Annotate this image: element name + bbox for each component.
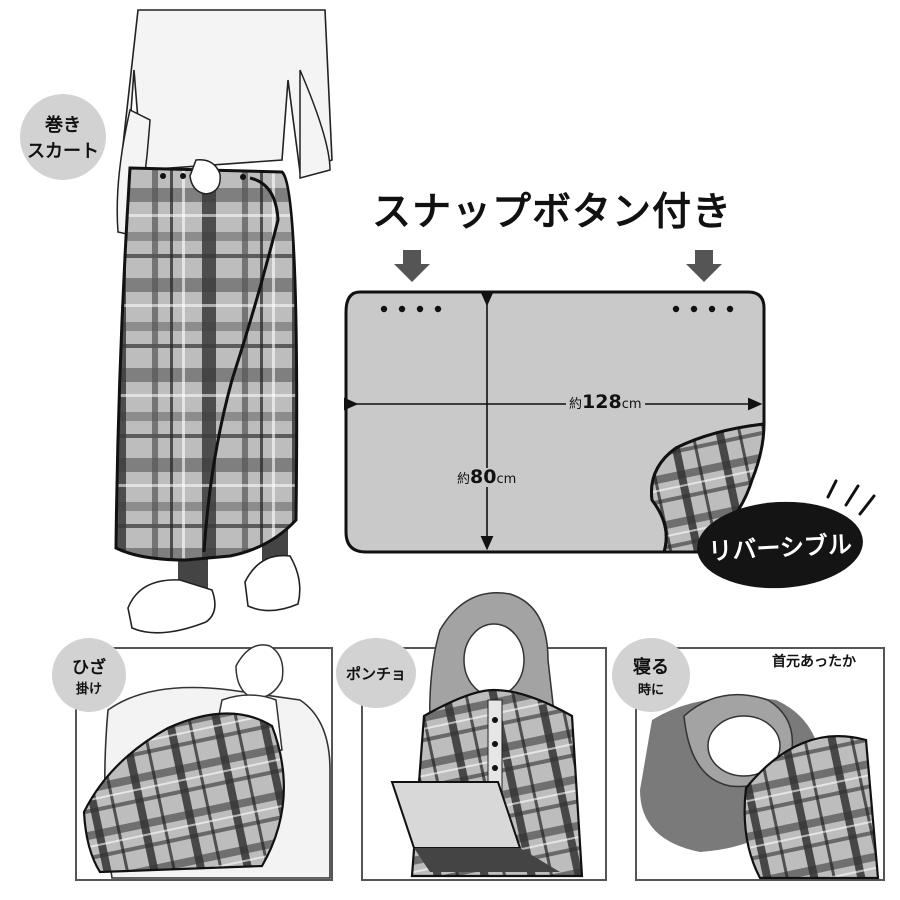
poncho-bubble: ポンチョ bbox=[336, 638, 416, 708]
wrap-skirt-label-2: スカート bbox=[27, 141, 99, 162]
width-dimension: 約128cm bbox=[566, 393, 645, 412]
width-value: 128 bbox=[582, 391, 622, 413]
page-title: スナップボタン付き bbox=[372, 190, 733, 235]
sleep-label-1: 寝る bbox=[633, 656, 669, 678]
lap-label-1: ひざ bbox=[72, 658, 106, 678]
sleep-bubble: 寝る 時に bbox=[612, 638, 690, 712]
height-unit: cm bbox=[496, 472, 517, 487]
height-value: 80 bbox=[470, 466, 497, 488]
sleep-panel bbox=[635, 647, 885, 881]
skirt-figure bbox=[114, 9, 333, 634]
height-dimension: 約80cm bbox=[454, 466, 520, 488]
lap-bubble: ひざ 掛け bbox=[52, 638, 126, 712]
width-prefix: 約 bbox=[569, 397, 583, 412]
neck-warm-label: 首元あったか bbox=[772, 654, 856, 670]
height-prefix: 約 bbox=[457, 472, 471, 487]
poncho-panel bbox=[361, 592, 607, 881]
lap-label-2: 掛け bbox=[75, 682, 102, 697]
width-unit: cm bbox=[621, 397, 642, 412]
blanket-diagram bbox=[344, 250, 876, 554]
wrap-skirt-label-1: 巻き bbox=[45, 115, 81, 136]
lap-panel bbox=[75, 644, 333, 881]
sleep-label-2: 時に bbox=[637, 682, 664, 698]
wrap-skirt-bubble: 巻き スカート bbox=[20, 94, 106, 180]
poncho-label: ポンチョ bbox=[345, 664, 406, 683]
